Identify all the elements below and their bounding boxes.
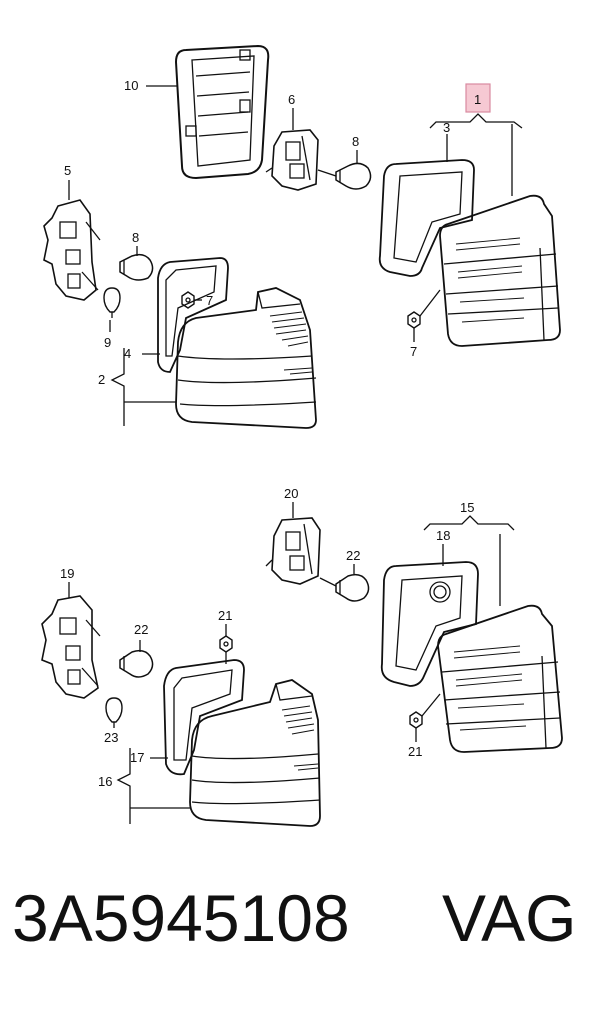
tail-lamp-outer-2 xyxy=(175,287,317,429)
callout-21a: 21 xyxy=(218,608,232,623)
callout-15: 15 xyxy=(460,500,474,515)
bulb-holder-bottom xyxy=(265,517,321,585)
nut-7-left xyxy=(181,291,195,309)
callout-1: 1 xyxy=(474,92,481,107)
bulb-holder-top xyxy=(265,129,319,191)
bulb-22-top xyxy=(335,573,370,602)
callout-20: 20 xyxy=(284,486,298,501)
bulb-holder-plate-19 xyxy=(41,595,101,699)
highlight-box xyxy=(465,83,491,113)
bulb-8-left xyxy=(119,253,154,281)
caption: 3A5945108 VAG xyxy=(0,880,600,990)
callout-8a: 8 xyxy=(352,134,359,149)
nut-21-top xyxy=(219,635,233,653)
bulb-8-top xyxy=(335,162,372,190)
gasket-18 xyxy=(380,561,479,687)
callout-18: 18 xyxy=(436,528,450,543)
callout-4: 4 xyxy=(124,346,131,361)
callout-22a: 22 xyxy=(346,548,360,563)
callout-7b: 7 xyxy=(410,344,417,359)
callout-23: 23 xyxy=(104,730,118,745)
callout-19: 19 xyxy=(60,566,74,581)
tail-lamp-outer-16 xyxy=(189,679,321,827)
bulb-holder-plate-5 xyxy=(43,199,101,301)
callout-21b: 21 xyxy=(408,744,422,759)
nut-7-right xyxy=(407,311,421,329)
callout-16: 16 xyxy=(98,774,112,789)
callout-10: 10 xyxy=(124,78,138,93)
bulb-9 xyxy=(103,287,121,318)
callout-3: 3 xyxy=(443,120,450,135)
bulb-carrier-frame xyxy=(174,44,270,180)
tail-lamp-inner-15 xyxy=(437,604,563,753)
callout-7a: 7 xyxy=(206,293,213,308)
callout-9: 9 xyxy=(104,335,111,350)
callout-2: 2 xyxy=(98,372,105,387)
callout-6: 6 xyxy=(288,92,295,107)
callout-5: 5 xyxy=(64,163,71,178)
callout-22b: 22 xyxy=(134,622,148,637)
tail-lamp-inner-1 xyxy=(439,194,561,347)
callout-8b: 8 xyxy=(132,230,139,245)
callout-17: 17 xyxy=(130,750,144,765)
nut-21-right xyxy=(409,711,423,729)
brand: VAG xyxy=(442,881,577,955)
part-number: 3A5945108 xyxy=(12,881,350,955)
bulb-22-left xyxy=(119,649,154,678)
gasket-17 xyxy=(163,659,245,776)
bulb-23 xyxy=(105,697,123,728)
gasket-3 xyxy=(378,159,475,277)
gasket-4 xyxy=(157,257,229,373)
